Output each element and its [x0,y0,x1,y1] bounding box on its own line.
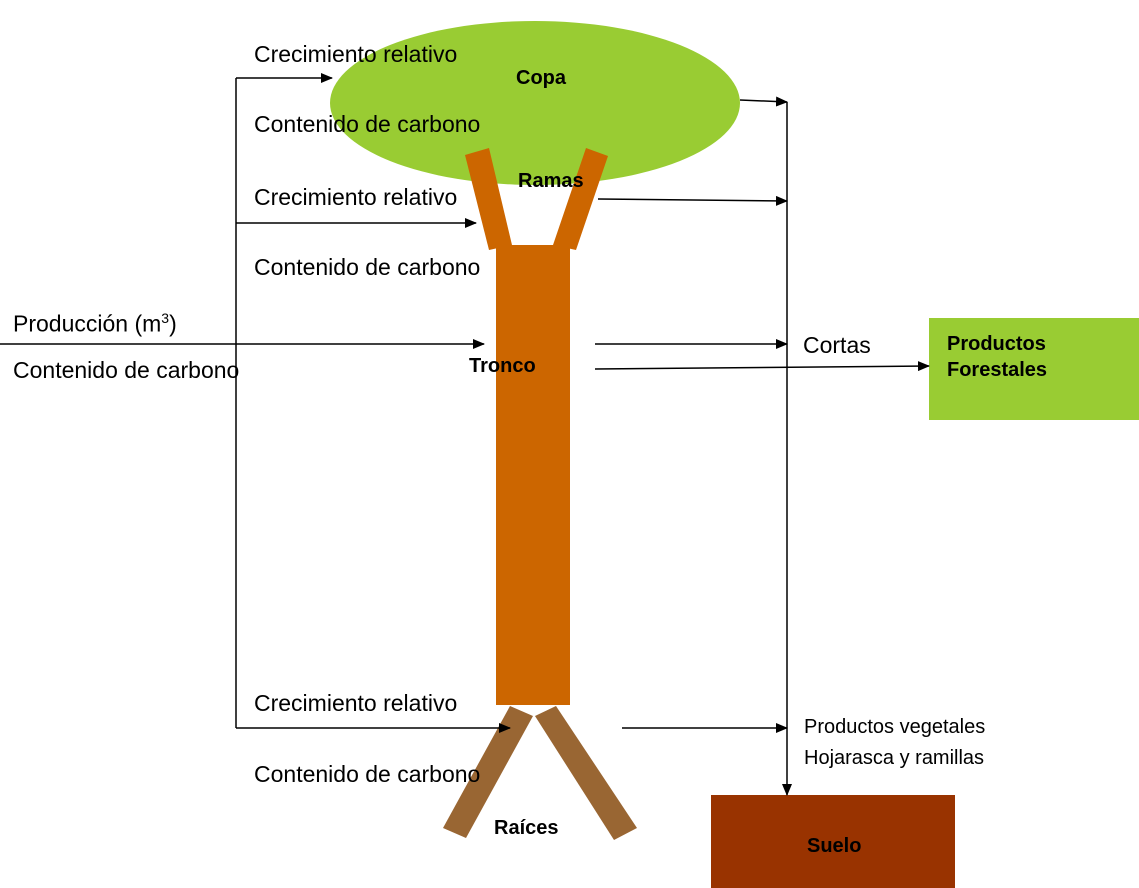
suelo-label: Suelo [807,835,862,857]
arrow-copa-out [739,96,788,107]
productos-forestales-box [929,318,1139,420]
ramas-growth-label: Crecimiento relativo [254,184,458,210]
litter-label-line2: Hojarasca y ramillas [804,747,985,769]
productos-forestales-label: Productos Forestales [947,331,1047,383]
arrow-tronco-productos [594,361,930,372]
tronco-trunk [496,245,570,705]
suelo-box [711,795,955,888]
raices-root-right [535,706,637,840]
roots-growth-label: Crecimiento relativo [254,690,458,716]
ramas-label: Ramas [518,170,584,192]
tronco-label: Tronco [469,355,536,377]
input-production-sup: 3 [161,310,170,326]
raices-label: Raíces [494,817,559,839]
input-production-close: ) [169,310,177,337]
ramas-branch-left [465,148,512,250]
copa-carbon-label: Contenido de carbono [254,111,481,137]
litter-label-line1: Productos vegetales [804,716,986,738]
input-production-text: Producción (m [13,310,162,337]
input-production-label: Producción (m3) [13,311,177,336]
copa-crown [330,21,740,185]
raices-root-left [443,706,533,838]
ramas-branch-right [553,148,608,250]
cortas-label: Cortas [803,332,871,358]
copa-label: Copa [516,67,566,89]
roots-carbon-label: Contenido de carbono [254,761,481,787]
arrow-ramas-out [597,195,788,206]
productos-label-line1: Productos [947,333,1046,355]
copa-growth-label: Crecimiento relativo [254,41,458,67]
productos-label-line2: Forestales [947,359,1048,381]
input-carbon-label: Contenido de carbono [13,357,240,383]
ramas-carbon-label: Contenido de carbono [254,254,481,280]
